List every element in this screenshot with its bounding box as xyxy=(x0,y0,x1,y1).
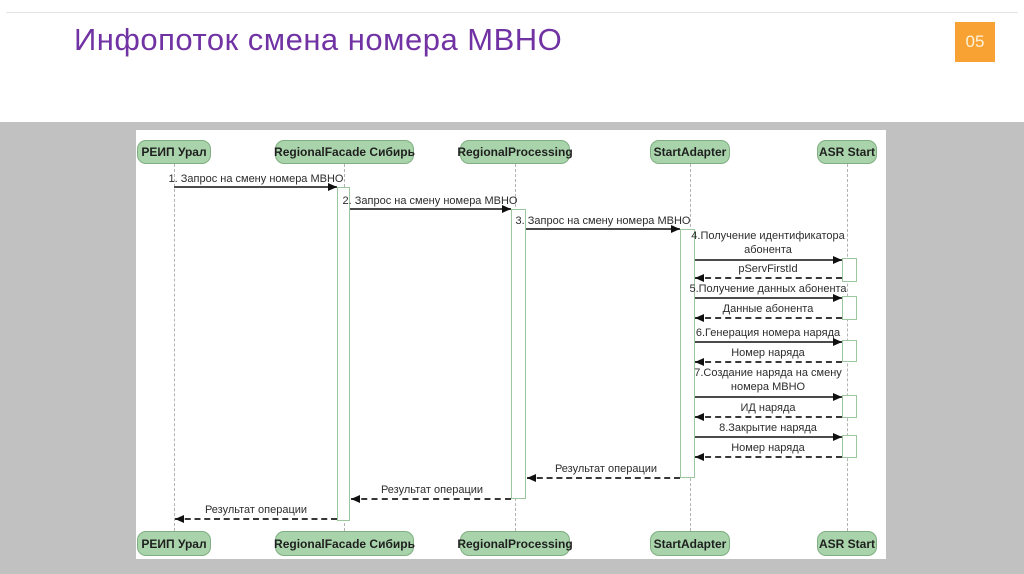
activation-startadapter xyxy=(680,229,695,478)
return-arrow xyxy=(695,317,842,319)
activation-regionalprocessing xyxy=(511,209,526,499)
arrowhead-left-icon xyxy=(695,452,704,461)
message-label: 1. Запрос на смену номера МВНО xyxy=(168,173,344,185)
actor-bottom-startadapter: StartAdapter xyxy=(650,531,730,556)
return-label: pServFirstId xyxy=(738,263,798,275)
arrowhead-left-icon xyxy=(695,273,704,282)
arrowhead-right-icon xyxy=(328,182,337,191)
message-arrow xyxy=(350,208,511,210)
diagram-background: РЕИП Урал RegionalFacade Сибирь Regional… xyxy=(0,122,1024,574)
message-label: 6.Генерация номера наряда xyxy=(695,327,841,339)
return-label: Номер наряда xyxy=(731,347,805,359)
arrowhead-right-icon xyxy=(671,224,680,233)
message-label: 7.Создание наряда на смену xyxy=(694,367,842,379)
arrowhead-left-icon xyxy=(695,357,704,366)
return-arrow xyxy=(527,477,680,479)
actor-bottom-regionalprocessing: RegionalProcessing xyxy=(457,531,573,556)
arrowhead-right-icon xyxy=(833,392,842,401)
return-arrow xyxy=(175,518,337,520)
message-arrow xyxy=(526,228,680,230)
actor-bottom-reip-ural: РЕИП Урал xyxy=(137,531,211,556)
return-arrow xyxy=(695,456,842,458)
activation-asr-5 xyxy=(842,435,857,458)
actor-top-startadapter: StartAdapter xyxy=(650,140,730,164)
return-arrow xyxy=(351,498,511,500)
page-number: 05 xyxy=(965,32,985,51)
actor-bottom-regionalfacade: RegionalFacade Сибирь xyxy=(274,531,415,556)
activation-asr-3 xyxy=(842,340,857,362)
return-arrow xyxy=(695,416,842,418)
lifeline-reip-ural xyxy=(174,164,175,531)
message-arrow xyxy=(174,186,337,188)
activation-regionalfacade xyxy=(337,187,350,521)
message-label: 4.Получение идентификатора xyxy=(691,230,845,242)
arrowhead-right-icon xyxy=(833,432,842,441)
message-label: 8.Закрытие наряда xyxy=(719,422,817,434)
return-label: Результат операции xyxy=(554,463,658,475)
actor-bottom-asr-start: ASR Start xyxy=(817,531,877,556)
message-label: номера МВНО xyxy=(730,381,806,393)
message-label: 2. Запрос на смену номера МВНО xyxy=(342,195,518,207)
arrowhead-right-icon xyxy=(833,293,842,302)
arrowhead-left-icon xyxy=(175,514,184,523)
arrowhead-left-icon xyxy=(695,412,704,421)
page-number-badge: 05 xyxy=(955,22,995,62)
actor-top-asr-start: ASR Start xyxy=(817,140,877,164)
return-label: Данные абонента xyxy=(722,303,814,315)
return-label: Номер наряда xyxy=(731,442,805,454)
actor-top-reip-ural: РЕИП Урал xyxy=(137,140,211,164)
top-divider-line xyxy=(6,12,1018,13)
message-arrow xyxy=(695,259,842,261)
message-arrow xyxy=(695,396,842,398)
arrowhead-right-icon xyxy=(833,255,842,264)
message-arrow xyxy=(695,436,842,438)
message-label: 3. Запрос на смену номера МВНО xyxy=(515,215,691,227)
return-arrow xyxy=(695,277,842,279)
sequence-diagram-panel: РЕИП Урал RegionalFacade Сибирь Regional… xyxy=(136,130,886,559)
return-arrow xyxy=(695,361,842,363)
arrowhead-left-icon xyxy=(695,313,704,322)
return-label: Результат операции xyxy=(204,504,308,516)
actor-top-regionalfacade: RegionalFacade Сибирь xyxy=(274,140,415,164)
message-arrow xyxy=(695,297,842,299)
activation-asr-1 xyxy=(842,258,857,282)
activation-asr-2 xyxy=(842,296,857,320)
activation-asr-4 xyxy=(842,395,857,418)
arrowhead-left-icon xyxy=(527,473,536,482)
arrowhead-right-icon xyxy=(833,337,842,346)
slide-title: Инфопоток смена номера МВНО xyxy=(74,22,563,57)
message-arrow xyxy=(695,341,842,343)
arrowhead-right-icon xyxy=(502,204,511,213)
message-label: абонента xyxy=(744,244,792,256)
arrowhead-left-icon xyxy=(351,494,360,503)
return-label: Результат операции xyxy=(380,484,484,496)
return-label: ИД наряда xyxy=(740,402,796,414)
message-label: 5.Получение данных абонента xyxy=(689,283,847,295)
actor-top-regionalprocessing: RegionalProcessing xyxy=(457,140,573,164)
